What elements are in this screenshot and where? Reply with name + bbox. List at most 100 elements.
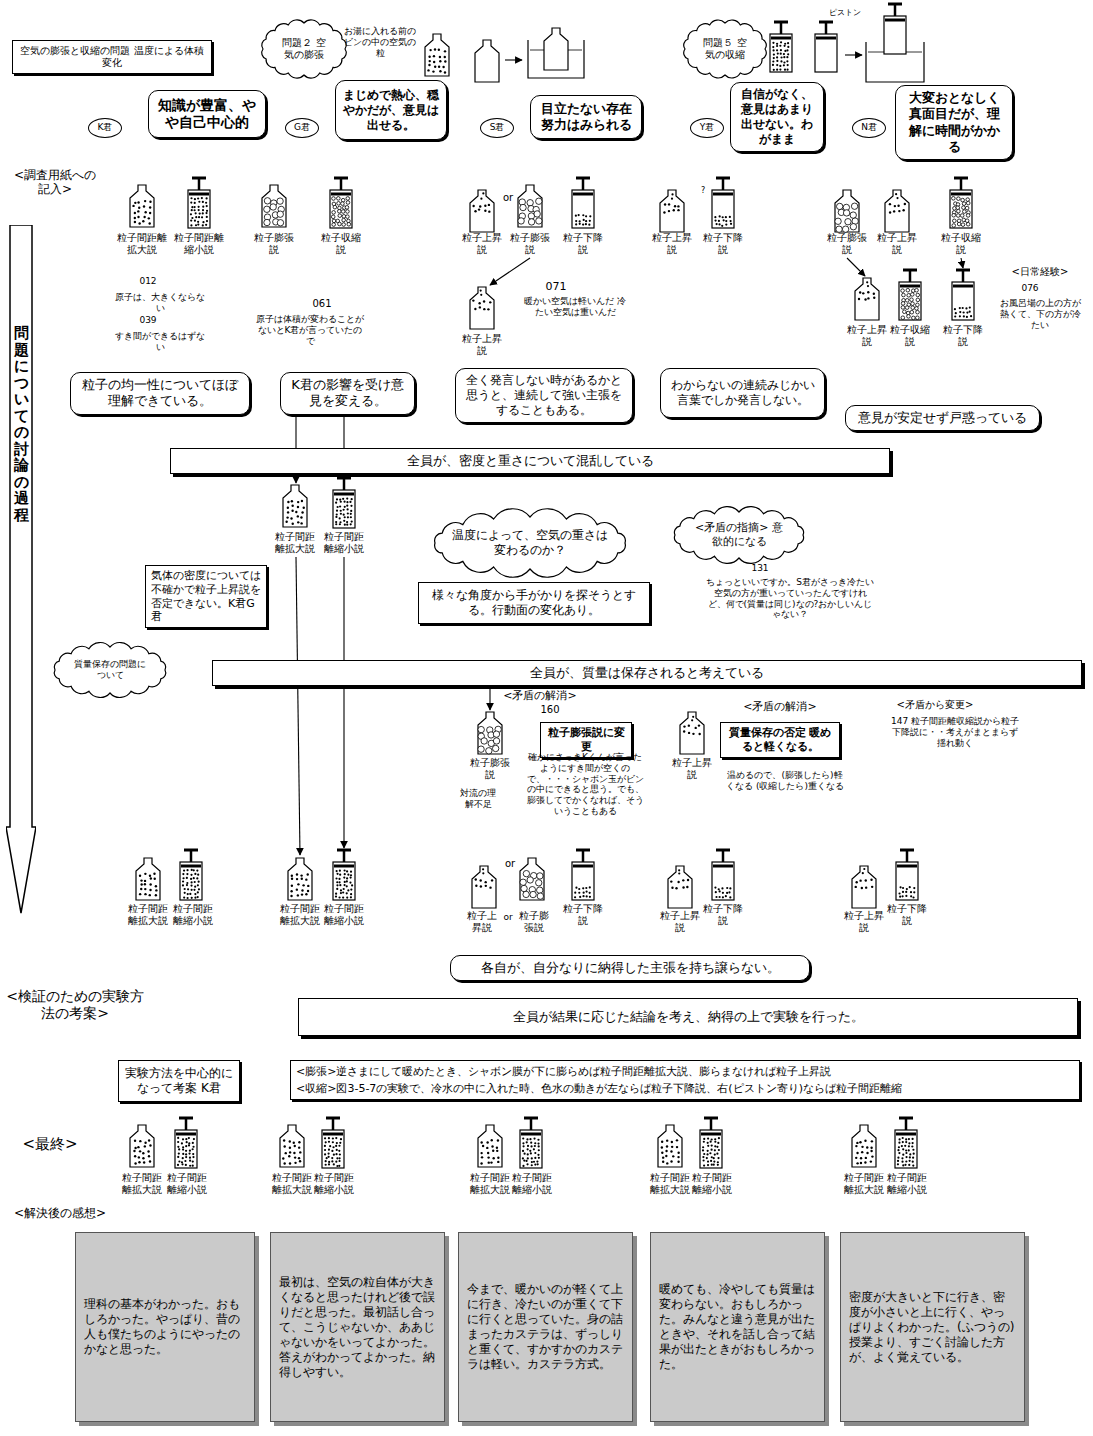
air-particle (536, 218, 542, 224)
air-particle (912, 1138, 914, 1140)
air-particle (773, 57, 775, 59)
air-particle (197, 223, 199, 225)
air-particle (902, 895, 904, 897)
annotation: 粒子間距離縮小説 (165, 1172, 209, 1196)
air-particle (198, 209, 200, 211)
air-particle (897, 1149, 899, 1151)
air-particle (538, 1149, 540, 1151)
annotation: 粒子間距離縮小説 (510, 1172, 554, 1196)
air-particle (537, 1154, 539, 1156)
annotation: 粒子上昇説 (460, 232, 504, 256)
air-particle (331, 1150, 333, 1152)
air-particle (289, 1140, 291, 1142)
air-particle (338, 222, 342, 226)
annotation: 確かにさっきKくんが言ったようにすき間が空くので、・・・シャボン玉がビンの中にで… (525, 752, 645, 817)
air-particle (862, 292, 864, 294)
air-particle (898, 210, 900, 212)
air-particle (482, 872, 484, 874)
air-particle (492, 745, 498, 751)
air-particle (197, 874, 199, 876)
air-particle (779, 45, 781, 47)
syringe-illustration (520, 1118, 542, 1168)
air-particle (786, 69, 788, 71)
air-particle (283, 1145, 285, 1147)
air-particle (186, 869, 188, 871)
air-particle (855, 886, 857, 888)
air-particle (344, 506, 346, 508)
air-particle (855, 1145, 857, 1147)
air-particle (184, 888, 186, 890)
bottle-illustration (855, 278, 879, 320)
air-particle (589, 892, 591, 894)
node-text: S君 (483, 122, 511, 133)
air-particle (901, 302, 905, 306)
air-particle (472, 205, 474, 207)
air-particle (670, 1160, 672, 1162)
air-particle (662, 1160, 664, 1162)
air-particle (344, 524, 346, 526)
air-particle (902, 1164, 904, 1166)
air-particle (673, 209, 675, 211)
air-particle (350, 876, 352, 878)
bottle-outline (130, 185, 154, 227)
annotation: 原子は、大きくならない (115, 292, 205, 314)
air-particle (346, 197, 350, 201)
air-particle (335, 516, 337, 518)
air-particle (718, 1137, 720, 1139)
air-particle (537, 873, 543, 879)
air-particle (663, 211, 665, 213)
air-particle (520, 879, 526, 885)
air-particle (522, 1150, 524, 1152)
process-arrow: 問題についての討論の過程 (6, 225, 36, 915)
air-particle (957, 222, 961, 226)
air-particle (489, 301, 491, 303)
air-particle (428, 56, 430, 58)
annotation: 粒子間距離拡大説 (468, 1172, 512, 1196)
air-particle (439, 70, 441, 72)
air-particle (915, 307, 919, 311)
air-particle (683, 725, 685, 727)
air-particle (526, 1141, 528, 1143)
air-particle (665, 1155, 667, 1157)
syringe-illustration (712, 178, 734, 228)
air-particle (670, 1150, 672, 1152)
air-particle (777, 52, 779, 54)
air-particle (264, 198, 270, 204)
air-particle (786, 49, 788, 51)
bottle-illustration (472, 866, 496, 908)
air-particle (859, 1141, 861, 1143)
air-particle (772, 42, 774, 44)
student-oval: N君 (852, 118, 886, 138)
air-particle (671, 193, 673, 195)
air-particle (722, 896, 724, 898)
air-particle (677, 205, 679, 207)
air-particle (582, 224, 584, 226)
bottle-illustration (885, 190, 909, 232)
note-box: <膨張>逆さまにして暖めたとき、シャボン膜が下に膨らめば粒子間距離拡大説、膨らま… (290, 1060, 1080, 1100)
node-text: 理科の基本がわかった。おもしろかった。やっぱり、昔の人も僕たちのようにやったのか… (84, 1297, 246, 1357)
air-particle (710, 1160, 712, 1162)
air-particle (664, 203, 666, 205)
air-particle (350, 523, 352, 525)
air-particle (719, 890, 721, 892)
air-particle (335, 1137, 337, 1139)
air-particle (339, 505, 341, 507)
air-particle (582, 895, 584, 897)
air-particle (522, 1165, 524, 1167)
air-particle (178, 1148, 180, 1150)
air-particle (530, 1142, 532, 1144)
node-text: 問題についての討論の過程 (14, 325, 29, 523)
air-particle (188, 1144, 190, 1146)
annotation: 粒子間距離縮小説 (690, 1172, 734, 1196)
topic-cloud: 問題２ 空気の膨張 (268, 26, 340, 72)
air-particle (863, 868, 865, 870)
air-particle (483, 300, 485, 302)
air-particle (335, 877, 337, 879)
air-particle (908, 1142, 910, 1144)
air-particle (339, 1153, 341, 1155)
air-particle (178, 1160, 180, 1162)
air-particle (351, 520, 353, 522)
air-particle (285, 1152, 287, 1154)
air-particle (662, 1156, 664, 1158)
cloud-shape (54, 642, 165, 697)
